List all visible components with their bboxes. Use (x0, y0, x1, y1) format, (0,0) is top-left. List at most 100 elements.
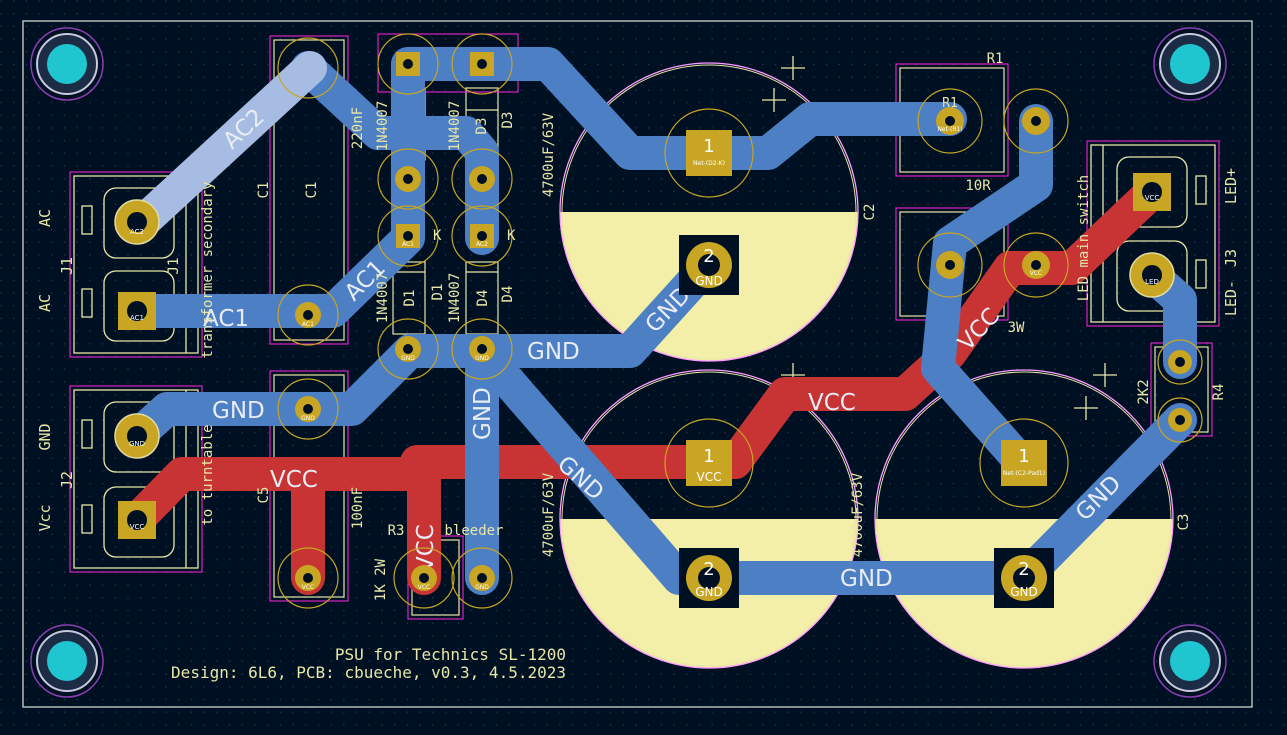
c2-value: 4700uF/63V (541, 112, 557, 197)
pad-r2-2[interactable]: VCC (1003, 232, 1069, 298)
pad-d3-a[interactable] (451, 148, 513, 210)
r1-value: 10R (965, 178, 991, 194)
pad-c1-1[interactable] (277, 37, 339, 99)
selected-track-ac2[interactable] (128, 51, 327, 237)
d3-ref-outer: D3 (500, 112, 516, 129)
net-label-ac1: AC1 (203, 306, 249, 332)
r3-value: 1K 2W (373, 558, 389, 601)
pad-label: GND (475, 584, 489, 591)
pad-c5-2[interactable]: VCC (277, 547, 339, 609)
pad-label: GND (401, 355, 415, 362)
c5-ref: C5 (256, 487, 272, 504)
pad-label: GND (301, 415, 315, 422)
pad-c1-2[interactable]: AC1 (277, 284, 339, 346)
pad-d1-a[interactable]: GND (377, 318, 439, 380)
pad-c4-1[interactable]: 1 VCC (664, 418, 754, 508)
d1-ref: D1 (402, 290, 418, 307)
pad-c5-1[interactable]: GND (277, 378, 339, 440)
j3-note: LED main switch (1076, 175, 1092, 301)
pad-c2-2[interactable]: 2 GND (679, 235, 739, 295)
pad-label: GND (129, 440, 145, 448)
d1-ref-outer: D1 (430, 284, 446, 301)
j2-pin1-label: GND (36, 423, 54, 450)
pad-r1-2[interactable] (1003, 88, 1069, 154)
j1-ref-inner: J1 (166, 258, 182, 275)
d1-k-mark: K (433, 228, 442, 244)
pad-c3-1[interactable]: 1 Net-(C2-Pad1) (979, 418, 1069, 508)
pad-number: 1 (703, 446, 714, 467)
pad-r4-1[interactable] (1157, 339, 1203, 385)
j1-pin1-label: AC (36, 209, 54, 227)
mounting-hole-bottom-right (1153, 624, 1227, 698)
c1-ref-outer: C1 (256, 182, 272, 199)
j3-pin2-label: LED- (1222, 280, 1240, 316)
pad-number: 2 (703, 559, 714, 580)
r3-note: bleeder (444, 523, 503, 539)
r1-ref: R1 (987, 51, 1004, 67)
pad-r3-2[interactable]: GND (451, 547, 513, 609)
capacitor-c1-body (273, 39, 345, 341)
j2-note: to turntable (200, 424, 216, 525)
j2-pin2-label: Vcc (36, 504, 54, 531)
pad-label: AC1 (130, 314, 144, 322)
pad-c4-2[interactable]: 2 GND (679, 548, 739, 608)
net-label-gnd-vertical: GND (470, 387, 496, 440)
pad-label: Net-(R1) (937, 126, 962, 133)
net-label-vcc-left: VCC (270, 467, 318, 493)
silkscreen-text: AC AC J1 J1 transformer secondary GND Vc… (36, 51, 1240, 682)
j3-ref: J3 (1222, 249, 1240, 267)
pad-j3-2[interactable]: LED (1129, 252, 1175, 298)
pad-label: GND (1010, 585, 1038, 599)
front-copper-tracks (120, 175, 1169, 595)
net-label-gnd-bottom: GND (840, 566, 893, 592)
pad-r2-1[interactable] (917, 232, 983, 298)
pad-j3-1[interactable]: VCC (1133, 173, 1171, 211)
pad-d2-a[interactable] (377, 148, 439, 210)
pad-label: LED (1145, 278, 1159, 286)
d4-value: 1N4007 (447, 273, 463, 324)
d4-ref: D4 (475, 290, 491, 307)
pad-c3-2[interactable]: 2 GND (994, 548, 1054, 608)
pad-number: 2 (1018, 559, 1029, 580)
pad-j1-1[interactable]: AC2 (114, 199, 160, 245)
board-outline (22, 20, 1253, 708)
net-label-vcc-mid: VCC (808, 390, 856, 416)
pad-number: 2 (703, 246, 714, 267)
pad-d4-a[interactable]: GND (451, 318, 513, 380)
pad-d3-k[interactable] (451, 33, 513, 95)
j2-ref-outer: J2 (58, 471, 76, 489)
pad-j2-2[interactable]: VCC (118, 501, 156, 539)
board-title: PSU for Technics SL-1200 (335, 645, 566, 664)
pad-label: GND (695, 274, 723, 288)
j1-ref-outer: J1 (58, 257, 76, 275)
r4-value: 2K2 (1136, 379, 1152, 404)
d4-ref-outer: D4 (500, 286, 516, 303)
mounting-hole-top-right (1153, 27, 1227, 101)
pad-label: AC2 (476, 241, 488, 248)
d3-value: 1N4007 (447, 101, 463, 152)
mounting-hole-top-left (30, 27, 104, 101)
c5-value: 100nF (350, 487, 366, 529)
pad-d2-k[interactable] (377, 33, 439, 95)
pad-r1-1[interactable]: Net-(R1) R1 (917, 88, 983, 154)
c4-value: 4700uF/63V (541, 472, 557, 557)
polarity-marks (762, 56, 1117, 420)
pads: AC2 AC1 GND VCC VCC LED (114, 33, 1203, 609)
pad-j2-1[interactable]: GND (114, 413, 160, 459)
mounting-hole-bottom-left (30, 624, 104, 698)
pad-c2-1[interactable]: 1 Net-(D2-K) (664, 108, 754, 198)
pad-label: AC1 (402, 241, 414, 248)
connector-j1-body (73, 175, 199, 354)
pad-label: Net-(C2-Pad1) (1003, 470, 1045, 477)
pad-label: AC1 (302, 321, 314, 328)
pad-d4-k[interactable]: AC2 (451, 205, 513, 267)
j1-pin2-label: AC (36, 294, 54, 312)
pad-r4-2[interactable] (1157, 397, 1203, 443)
pad-d1-k[interactable]: AC1 (377, 205, 439, 267)
pad-label: VCC (697, 470, 722, 484)
pad-r3-1[interactable]: VCC (393, 547, 455, 609)
pad-j1-2[interactable]: AC1 (118, 292, 156, 330)
net-label-gnd-left: GND (212, 398, 265, 424)
d2-value: 1N4007 (375, 101, 391, 152)
